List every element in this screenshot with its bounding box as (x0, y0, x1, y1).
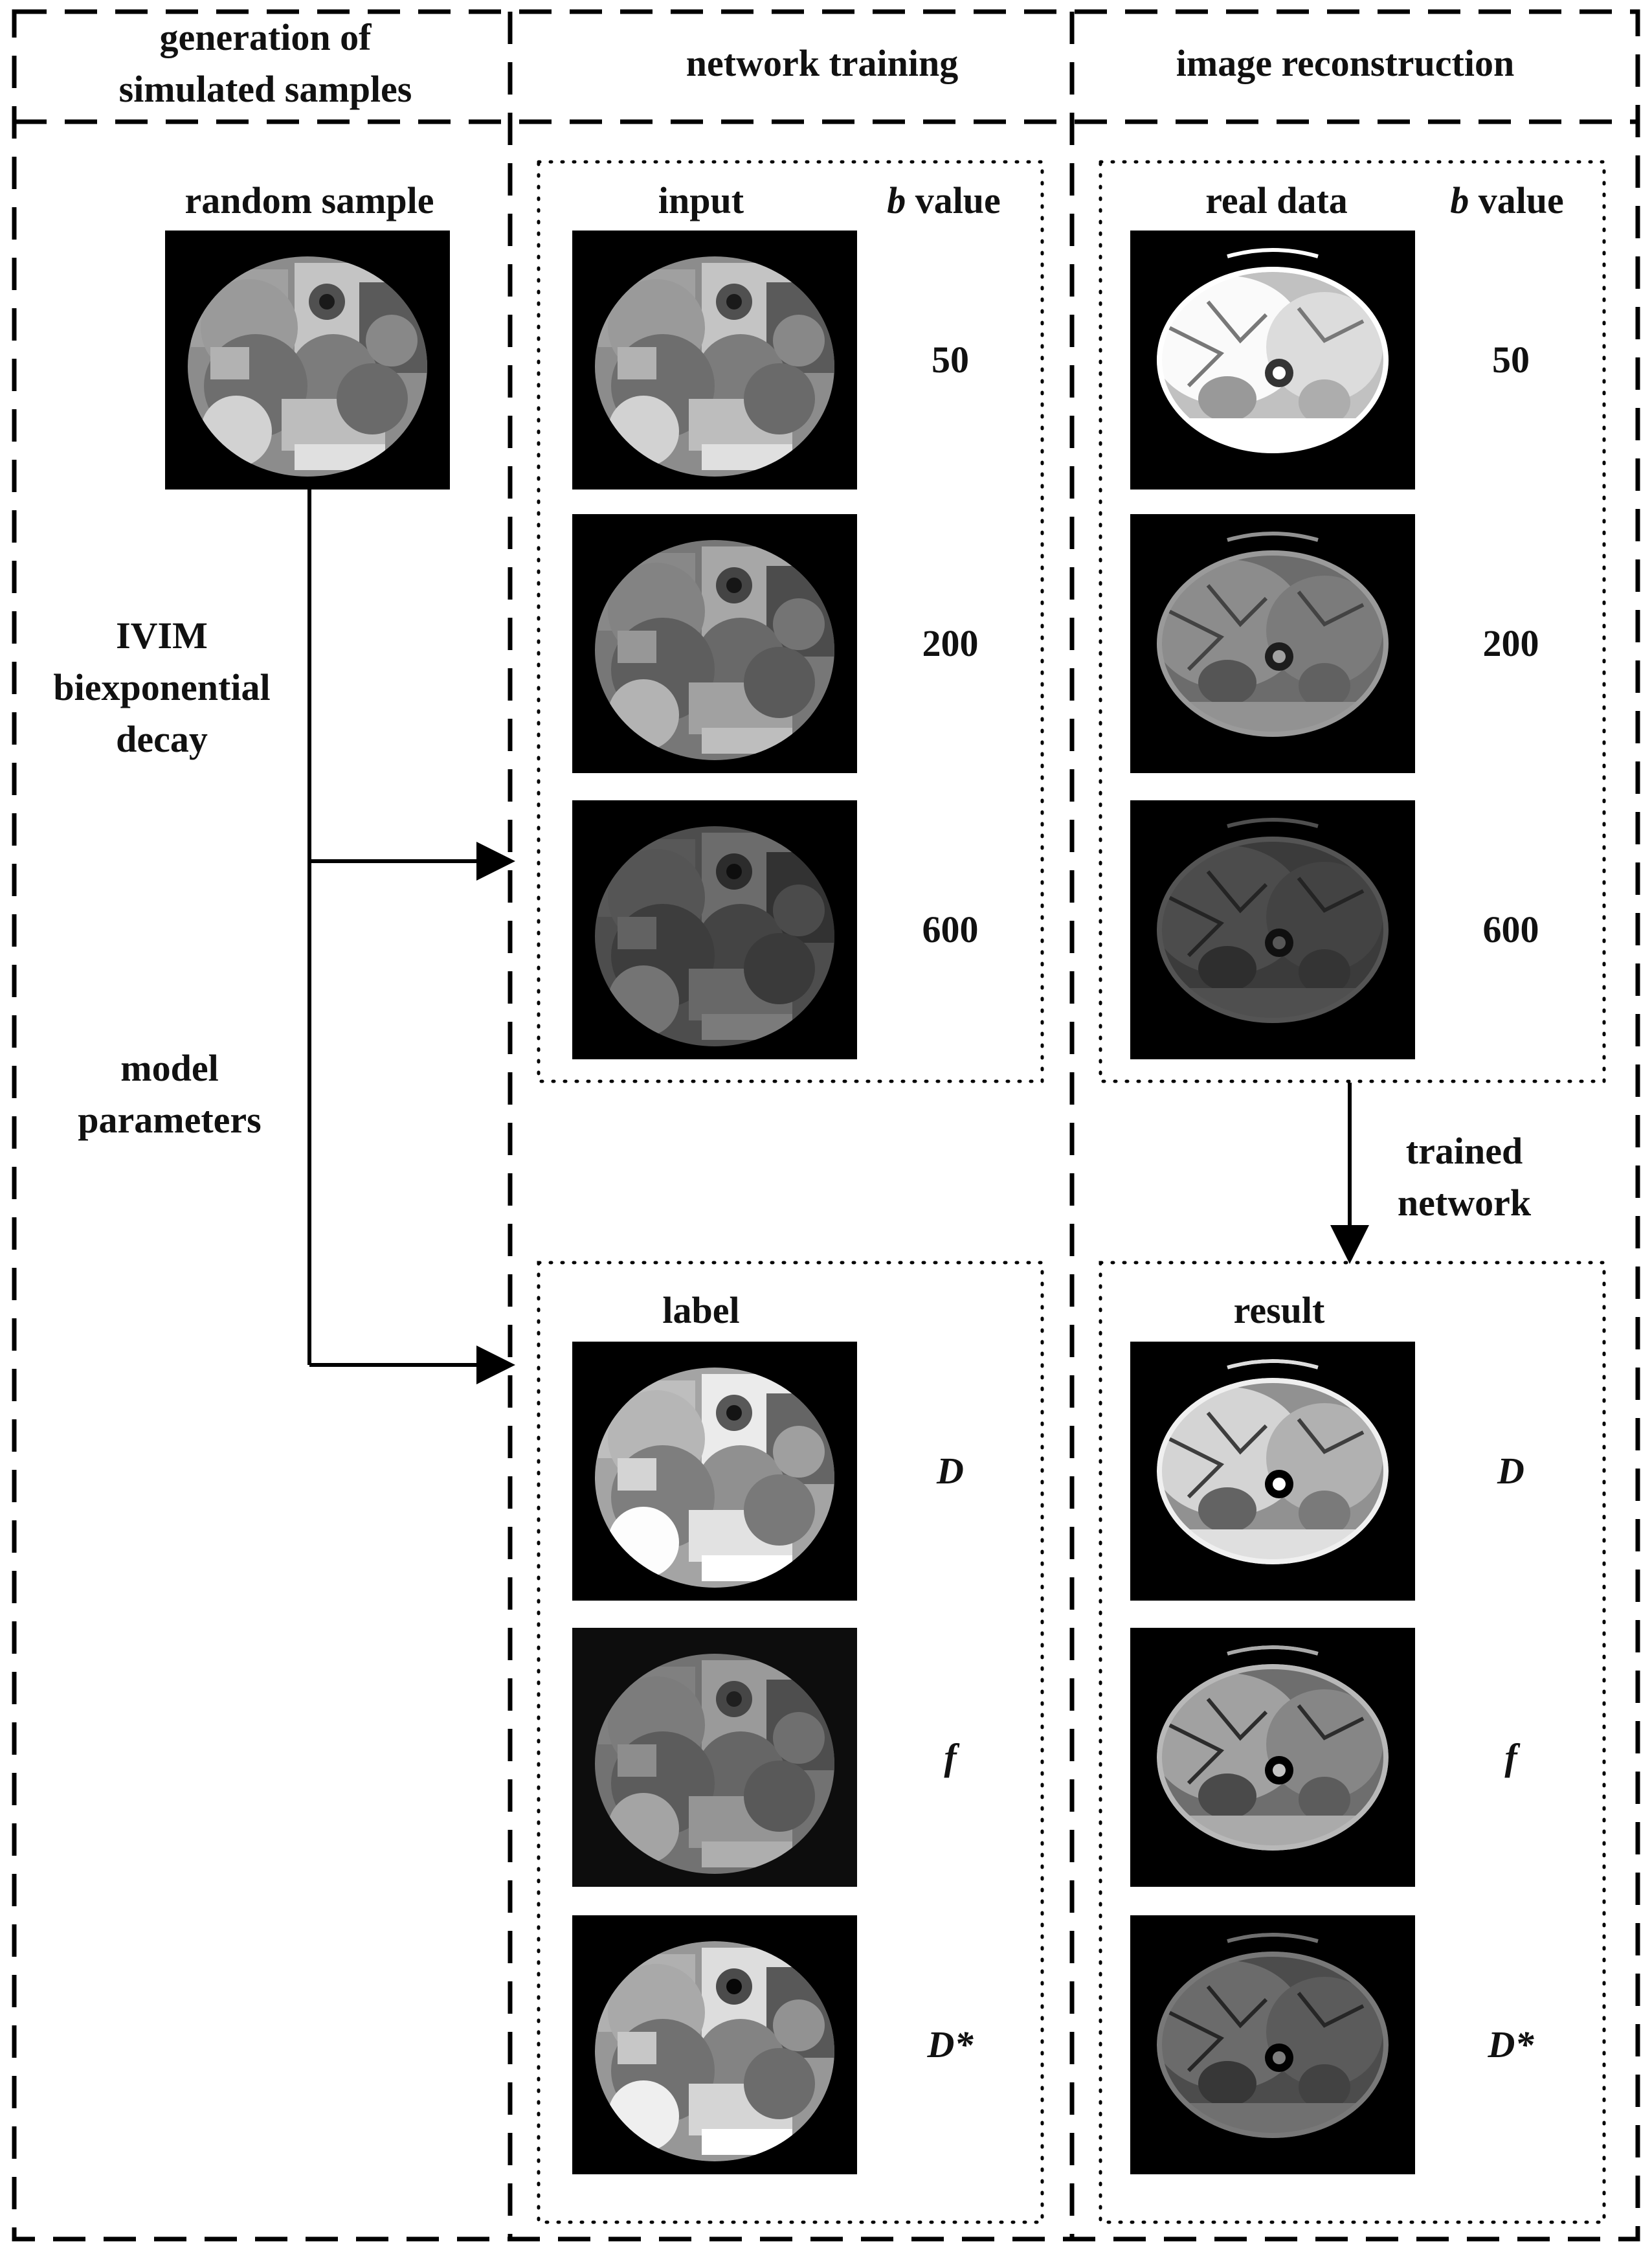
header-generation-line2: simulated samples (118, 68, 412, 110)
value-word: value (1469, 179, 1564, 221)
real-data-image-b50 (1130, 231, 1415, 490)
label-image-Dstar (572, 1915, 857, 2174)
result-image-f (1130, 1628, 1415, 1887)
phantom-image (572, 800, 857, 1059)
input-image-b50 (572, 231, 857, 490)
result-image-D (1130, 1342, 1415, 1601)
ivim-label: IVIM biexponential decay (53, 610, 270, 765)
abdomen-scan-image (1130, 231, 1415, 490)
recon-bvalue-50: 50 (1492, 339, 1530, 381)
label-title: label (662, 1289, 740, 1331)
abdomen-scan-image (1130, 514, 1415, 773)
header-network-training: network training (686, 42, 959, 84)
b-symbol: b (887, 179, 906, 221)
recon-bvalue-title: b value (1450, 175, 1564, 227)
phantom-image (572, 514, 857, 773)
real-data-title: real data (1205, 179, 1348, 221)
label-image-f (572, 1628, 857, 1887)
result-param-f: f (1504, 1736, 1517, 1778)
header-generation: generation of simulated samples (119, 12, 412, 115)
ivim-line2: biexponential (53, 666, 271, 708)
label-param-f: f (944, 1736, 957, 1778)
recon-bvalue-600: 600 (1482, 908, 1539, 951)
b-symbol: b (1450, 179, 1469, 221)
training-bvalue-600: 600 (922, 908, 979, 951)
input-image-b200 (572, 514, 857, 773)
abdomen-scan-image (1130, 1342, 1415, 1601)
phantom-image (165, 231, 450, 490)
phantom-image (572, 1628, 857, 1887)
trained-network-label: trained network (1398, 1125, 1531, 1229)
result-image-Dstar (1130, 1915, 1415, 2174)
result-param-Dstar: D* (1488, 2023, 1534, 2066)
ivim-line1: IVIM (116, 614, 208, 657)
label-param-D: D (937, 1450, 964, 1492)
label-group-box (537, 1261, 1044, 2224)
label-image-D (572, 1342, 857, 1601)
abdomen-scan-image (1130, 800, 1415, 1059)
training-bvalue-50: 50 (932, 339, 969, 381)
result-group-box (1099, 1261, 1606, 2224)
label-param-Dstar: D* (927, 2023, 974, 2066)
training-bvalue-title: b value (887, 175, 1001, 227)
input-image-b600 (572, 800, 857, 1059)
abdomen-scan-image (1130, 1628, 1415, 1887)
result-param-D: D (1497, 1450, 1524, 1492)
model-parameters-label: model parameters (78, 1042, 261, 1146)
abdomen-scan-image (1130, 1915, 1415, 2174)
result-title: result (1233, 1289, 1325, 1331)
trained-line1: trained (1405, 1130, 1523, 1172)
recon-bvalue-200: 200 (1482, 622, 1539, 664)
outer-dashed-border (12, 9, 1640, 2242)
real-data-image-b600 (1130, 800, 1415, 1059)
header-generation-line1: generation of (159, 16, 372, 58)
training-bvalue-200: 200 (922, 622, 979, 664)
trained-line2: network (1397, 1182, 1532, 1224)
header-image-reconstruction: image reconstruction (1176, 42, 1515, 84)
phantom-image (572, 1915, 857, 2174)
random-sample-label: random sample (184, 179, 434, 221)
model-line1: model (120, 1047, 219, 1089)
ivim-line3: decay (116, 718, 208, 760)
real-data-image-b200 (1130, 514, 1415, 773)
model-line2: parameters (78, 1099, 262, 1141)
random-sample-image (165, 231, 450, 490)
phantom-image (572, 1342, 857, 1601)
input-title: input (658, 179, 744, 221)
phantom-image (572, 231, 857, 490)
value-word: value (906, 179, 1001, 221)
